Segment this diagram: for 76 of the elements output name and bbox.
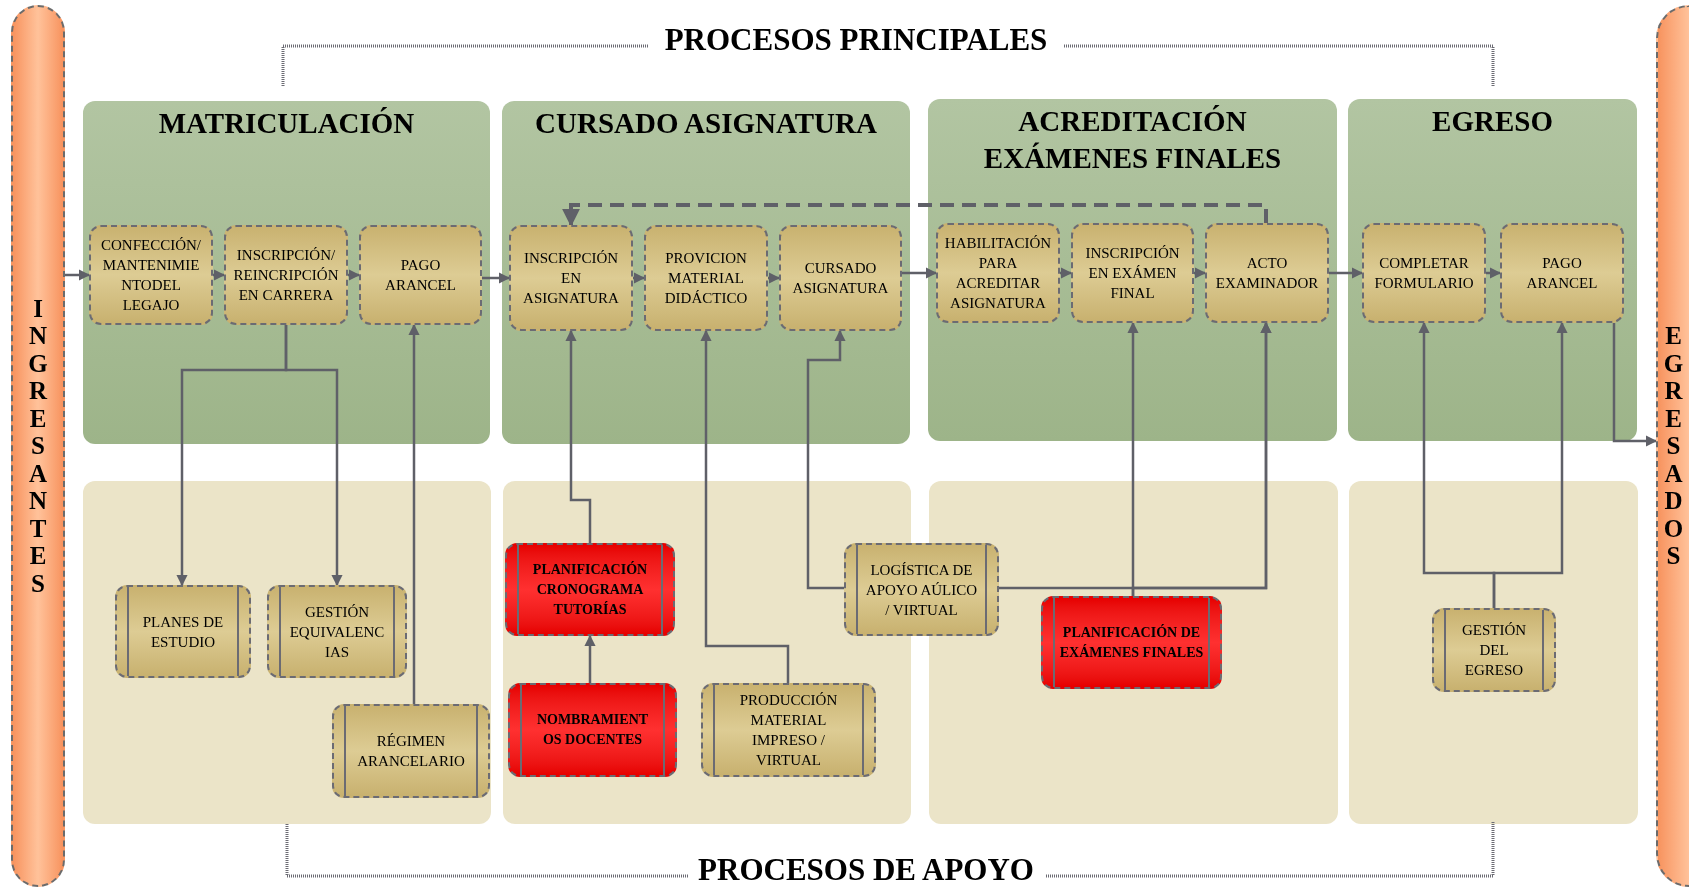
arrow bbox=[633, 272, 646, 284]
arrow bbox=[284, 325, 343, 587]
process-panel bbox=[502, 101, 910, 444]
process-box bbox=[779, 225, 902, 331]
box-label: RÉGIMEN ARANCELARIO bbox=[356, 732, 466, 771]
arrow bbox=[902, 267, 938, 279]
process-box bbox=[224, 225, 348, 325]
support-process-box bbox=[115, 585, 251, 678]
box-label: ACTO EXAMINADOR bbox=[1214, 254, 1320, 293]
box-label: GESTIÓN DEL EGRESO bbox=[1460, 621, 1528, 680]
process-box bbox=[1362, 223, 1486, 323]
box-label: PAGO ARANCEL bbox=[384, 256, 457, 295]
arrow bbox=[1060, 267, 1073, 279]
box-label: PLANIFICACIÓN DE EXÁMENES FINALES bbox=[1059, 623, 1204, 662]
process-panel bbox=[1348, 99, 1637, 441]
process-box bbox=[644, 225, 768, 331]
support-process-box bbox=[701, 683, 876, 777]
support-process-box bbox=[267, 585, 407, 678]
process-box bbox=[89, 225, 213, 325]
panel-heading: MATRICULACIÓN bbox=[158, 106, 415, 141]
section-label: PROCESOS DE APOYO bbox=[698, 852, 1034, 888]
arrow bbox=[1131, 321, 1272, 596]
support-panel bbox=[1349, 481, 1638, 824]
highlighted-process-box bbox=[1041, 596, 1222, 689]
flow-bar bbox=[11, 5, 65, 887]
arrow bbox=[482, 272, 511, 284]
bar-label: INGRESANTES bbox=[27, 294, 49, 598]
process-box bbox=[1205, 223, 1329, 323]
box-label: PLANES DE ESTUDIO bbox=[141, 612, 225, 652]
box-label: INSCRIPCIÓN/ REINCRIPCIÓN EN CARRERA bbox=[232, 246, 340, 305]
arrow bbox=[806, 329, 846, 590]
process-box bbox=[1500, 223, 1624, 323]
process-box bbox=[509, 225, 633, 331]
box-label: LOGÍSTICA DE APOYO AÚLICO / VIRTUAL bbox=[864, 560, 979, 620]
highlighted-process-box bbox=[505, 543, 675, 636]
arrow bbox=[408, 323, 420, 704]
box-label: NOMBRAMIENT OS DOCENTES bbox=[535, 711, 650, 749]
box-label: COMPLETAR FORMULARIO bbox=[1373, 254, 1475, 293]
support-panel bbox=[83, 481, 491, 824]
arrow bbox=[1194, 267, 1207, 279]
arrow bbox=[1612, 323, 1658, 447]
arrow bbox=[700, 329, 790, 683]
box-label: HABILITACIÓN PARA ACREDITAR ASIGNATURA bbox=[943, 234, 1053, 313]
box-label: CONFECCIÓN/ MANTENIMIE NTODEL LEGAJO bbox=[100, 236, 202, 315]
box-label: PAGO ARANCEL bbox=[1525, 254, 1599, 293]
arrow bbox=[768, 272, 781, 284]
box-label: PLANIFICACIÓN CRONOGRAMA TUTORÍAS bbox=[531, 560, 649, 619]
panel-heading: ACREDITACIÓN EXÁMENES FINALES bbox=[982, 104, 1283, 176]
arrow bbox=[1329, 267, 1364, 279]
arrow bbox=[1486, 267, 1502, 279]
process-box bbox=[359, 225, 482, 325]
box-label: CURSADO ASIGNATURA bbox=[791, 259, 890, 298]
arrow bbox=[584, 634, 596, 683]
arrow bbox=[1492, 321, 1568, 608]
process-panel bbox=[83, 101, 490, 444]
support-process-box bbox=[332, 704, 490, 798]
arrow bbox=[65, 269, 91, 281]
process-box bbox=[936, 223, 1060, 323]
process-panel bbox=[928, 99, 1337, 441]
box-label: PRODUCCIÓN MATERIAL IMPRESO / VIRTUAL bbox=[738, 691, 839, 770]
highlighted-process-box bbox=[508, 683, 677, 777]
dashed-arrow bbox=[562, 203, 1268, 227]
bar-label: EGRESADOS bbox=[1662, 322, 1685, 570]
arrow bbox=[213, 269, 226, 281]
support-process-box bbox=[844, 543, 999, 636]
box-label: INSCRIPCIÓN EN EXÁMEN FINAL bbox=[1084, 244, 1181, 303]
panel-heading: CURSADO ASIGNATURA bbox=[535, 106, 877, 141]
box-label: GESTIÓN EQUIVALENC IAS bbox=[288, 602, 386, 662]
box-label: PROVICION MATERIAL DIDÁCTICO bbox=[663, 249, 749, 308]
process-box bbox=[1071, 223, 1194, 323]
support-process-box bbox=[1432, 608, 1556, 692]
box-label: INSCRIPCIÓN EN ASIGNATURA bbox=[522, 249, 620, 308]
panel-heading: EGRESO bbox=[1432, 104, 1553, 139]
arrow bbox=[348, 269, 361, 281]
arrow bbox=[565, 329, 592, 543]
section-label: PROCESOS PRINCIPALES bbox=[664, 22, 1048, 58]
